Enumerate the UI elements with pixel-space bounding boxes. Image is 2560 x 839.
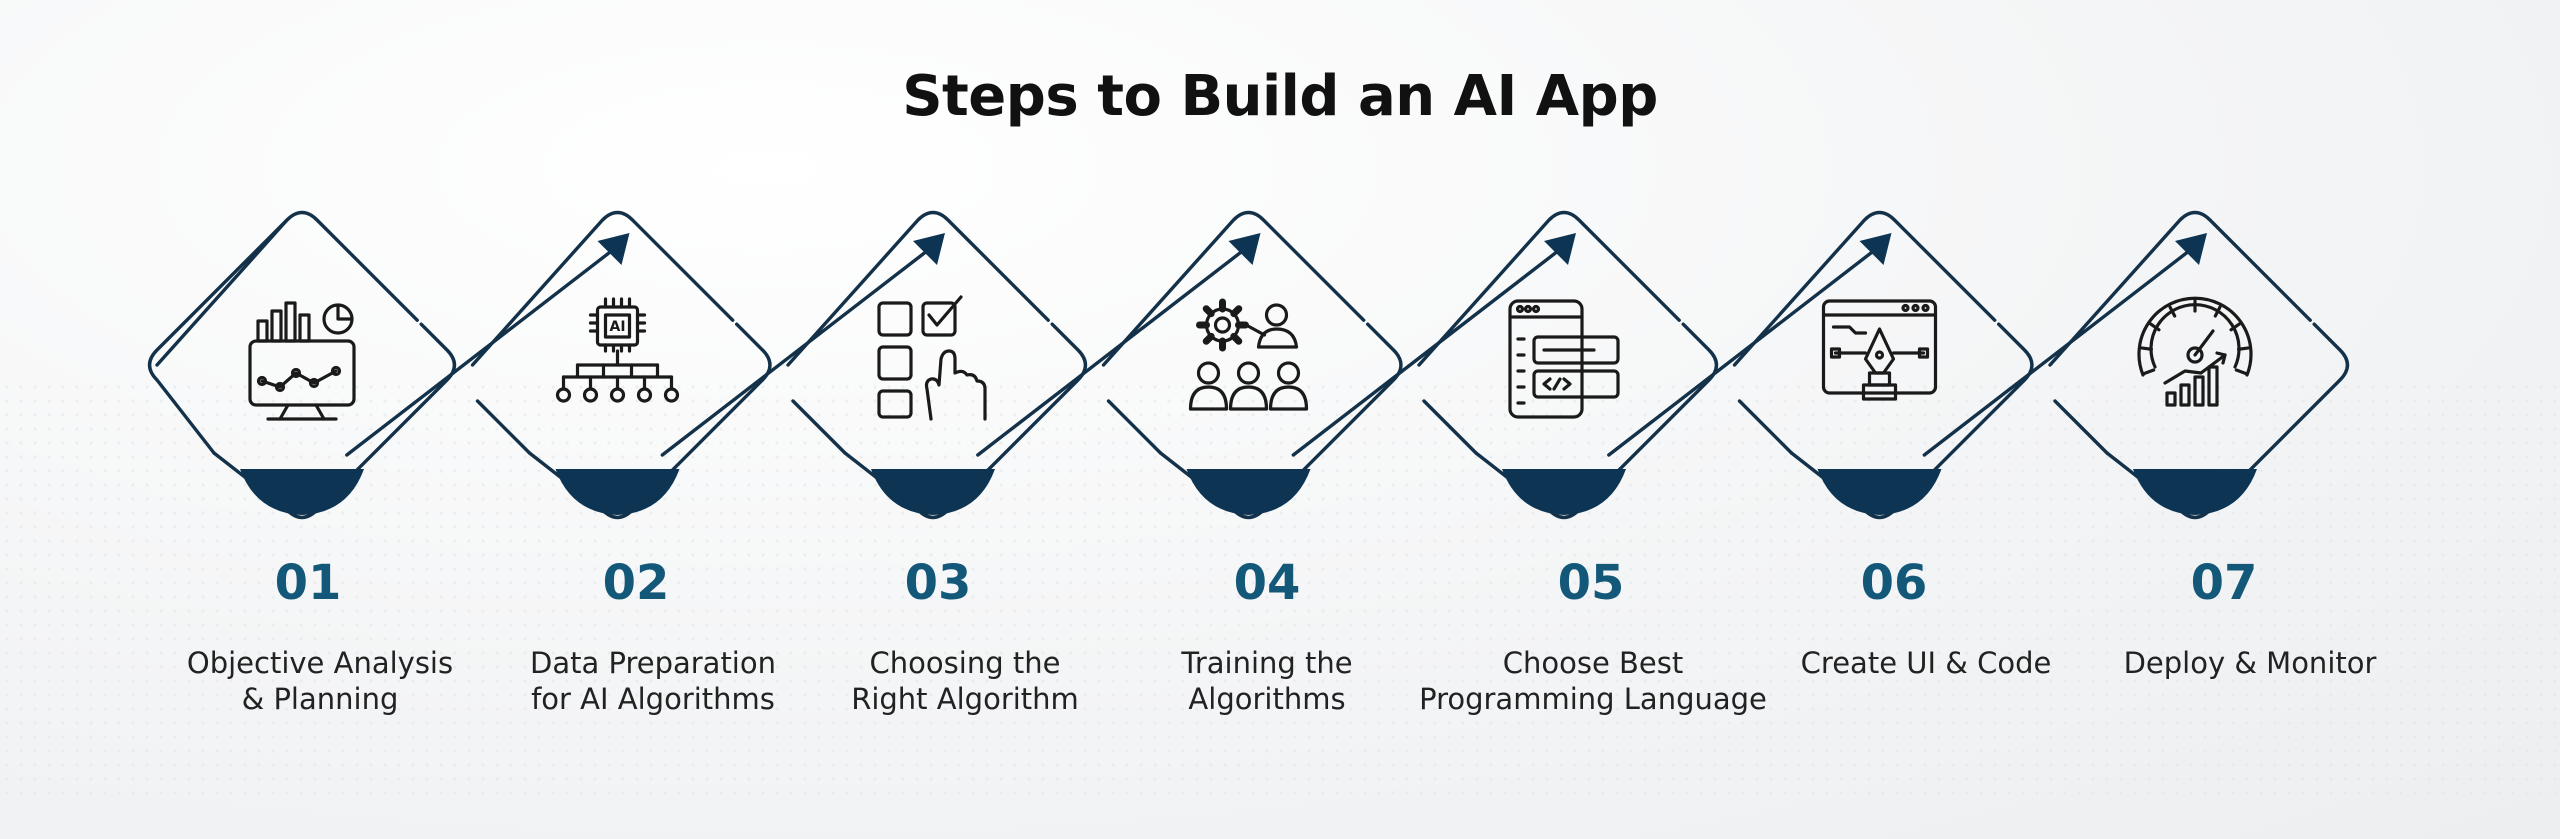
step-diamond-07 [2048, 210, 2350, 520]
step-label-line: Training the [1181, 646, 1353, 680]
diamond-left-edge [1106, 399, 1163, 455]
step-label-line: & Planning [241, 682, 399, 716]
connector-arrow [1607, 233, 1892, 457]
diamond-lower-edge [212, 322, 457, 520]
step-diamond-06 [1732, 210, 2034, 520]
step-number: 07 [2190, 555, 2258, 611]
diamond-lower-edge [1474, 322, 1719, 520]
diamond-left-edge [475, 399, 532, 455]
step-bowl [2133, 469, 2257, 515]
diamond-upper-edge [2048, 210, 2312, 367]
diamond-lower-edge [843, 322, 1088, 520]
step-label-line: Deploy & Monitor [2123, 646, 2377, 680]
step-diamond-02: AI [470, 210, 772, 520]
connector-arrow [976, 233, 1261, 457]
dot-pattern-background [0, 380, 2560, 800]
diamond-left-edge [2053, 399, 2109, 455]
step-diamond-04 [1101, 210, 1403, 520]
step-bowl [240, 469, 364, 515]
page-title: Steps to Build an AI App [902, 64, 1658, 129]
step-number: 05 [1557, 555, 1625, 611]
diamond-left-edge [147, 218, 289, 455]
step-number: 01 [274, 555, 342, 611]
diamond-upper-edge [786, 210, 1050, 367]
step-diamond-03 [786, 210, 1088, 520]
gauge-growth-icon [2137, 296, 2253, 407]
step-number: 06 [1860, 555, 1928, 611]
step-label-line: Create UI & Code [1800, 646, 2052, 680]
step-label-line: Programming Language [1419, 682, 1767, 716]
analytics-monitor-icon [248, 301, 356, 421]
connector-arrow [660, 233, 945, 457]
svg-text:AI: AI [609, 319, 625, 335]
step-label: Deploy & Monitor [2060, 645, 2440, 681]
step-bowl [1186, 469, 1311, 515]
connector-arrow [345, 233, 630, 457]
step-label-line: for AI Algorithms [531, 682, 775, 716]
diamond-upper-edge [1101, 210, 1366, 367]
connector-arrow [1291, 233, 1576, 457]
diamond-upper-edge [470, 210, 735, 367]
step-label: Objective Analysis& Planning [130, 645, 510, 717]
diamond-left-edge [1737, 399, 1794, 455]
design-tool-icon [1821, 299, 1938, 401]
connector-arrow [1922, 233, 2207, 457]
team-gear-icon [1188, 298, 1309, 411]
diamond-lower-edge [1789, 322, 2034, 520]
step-diamond-05 [1417, 210, 1719, 520]
step-bowl [555, 469, 680, 515]
step-diamond-01 [147, 210, 457, 520]
step-label-line: Choose Best [1502, 646, 1684, 680]
checklist-touch-icon [877, 295, 987, 421]
step-bowl [1817, 469, 1942, 515]
step-bowl [871, 469, 995, 515]
step-number: 04 [1233, 555, 1301, 611]
code-window-icon [1508, 299, 1620, 419]
step-bowl [1502, 469, 1626, 515]
step-label-line: Algorithms [1188, 682, 1346, 716]
diamond-upper-edge [1732, 210, 1997, 367]
step-label-line: Right Algorithm [851, 682, 1079, 716]
step-label-line: Data Preparation [530, 646, 776, 680]
step-label: Create UI & Code [1736, 645, 2116, 681]
step-number: 03 [904, 555, 972, 611]
step-label-line: Choosing the [869, 646, 1061, 680]
diamond-upper-edge [1417, 210, 1681, 367]
step-number: 02 [602, 555, 670, 611]
diamond-left-edge [791, 399, 847, 455]
diamond-lower-edge [2105, 322, 2350, 520]
diamond-left-edge [1422, 399, 1478, 455]
step-label-line: Objective Analysis [186, 646, 454, 680]
diamond-lower-edge [1158, 322, 1403, 520]
diamond-lower-edge [527, 322, 772, 520]
ai-chip-network-icon: AI [555, 297, 680, 403]
